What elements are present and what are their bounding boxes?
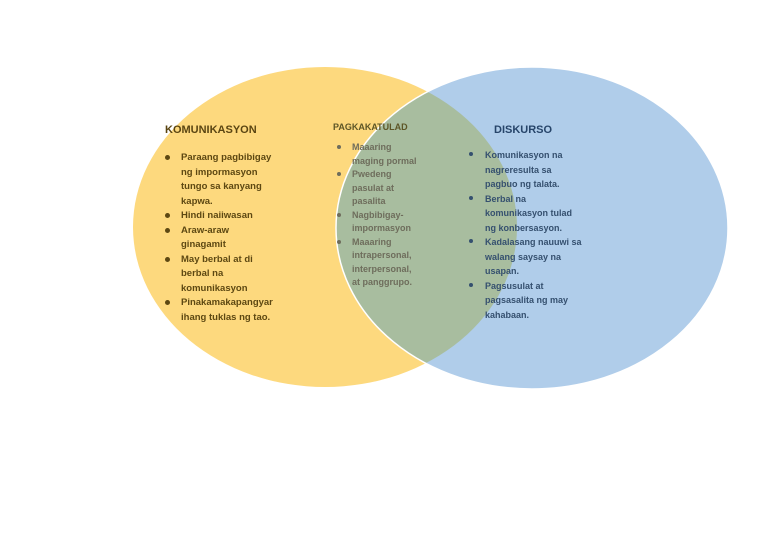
- diskurso-item-line: Komunikasyon na: [485, 150, 563, 160]
- diskurso-item-line: kahabaan.: [485, 309, 530, 320]
- pagkakatulad-item-line: Maaaring: [352, 142, 392, 152]
- diskurso-item-line: Berbal na: [485, 193, 527, 204]
- diskurso-item-line: Kadalasang nauuwi sa: [485, 237, 582, 247]
- pagkakatulad-item-line: Pwedeng: [352, 169, 392, 179]
- komunikasyon-list: Paraang pagbibigay ng impormasyon tungo sa…: [165, 151, 273, 325]
- pagkakatulad-item-line: Nagbibigay-: [352, 209, 404, 220]
- diskurso-item-line: pagbuo ng talata.: [485, 179, 560, 189]
- diskurso-list: Komunikasyon na nagreresulta sa pagbuo ng …: [469, 148, 582, 322]
- komunikasyon-item-line: tungo sa kanyang: [181, 181, 262, 192]
- diskurso-item-line: usapan.: [485, 266, 520, 276]
- pagkakatulad-item-line: pasulat at: [352, 182, 395, 193]
- komunikasyon-item: Paraang pagbibigay ng impormasyon tungo sa…: [165, 151, 273, 209]
- diskurso-item-line: walang saysay na: [485, 251, 562, 262]
- komunikasyon-item-line: May berbal at di: [181, 253, 253, 265]
- diskurso-title: DISKURSO: [494, 124, 553, 136]
- pagkakatulad-item: Maaaring intrapersonal, interpersonal, at p…: [337, 236, 417, 290]
- komunikasyon-item-line: berbal na: [181, 268, 224, 279]
- diskurso-item-line: ng konbersasyon.: [485, 222, 563, 233]
- pagkakatulad-item-line: pasalita: [352, 196, 386, 206]
- pagkakatulad-item: Nagbibigay-impormasyon: [337, 209, 417, 236]
- diskurso-item-line: Pagsusulat at: [485, 280, 544, 291]
- komunikasyon-item-line: kapwa.: [181, 195, 213, 207]
- diskurso-item: Berbal na komunikasyon tulad ng konbersasy…: [469, 192, 582, 236]
- pagkakatulad-item-line: maging pormal: [352, 155, 417, 166]
- pagkakatulad-item-line: intrapersonal,: [352, 250, 412, 260]
- pagkakatulad-item-line: at panggrupo.: [352, 277, 412, 287]
- komunikasyon-item-line: ng impormasyon: [181, 166, 258, 178]
- right-circle-outline: [335, 66, 729, 390]
- komunikasyon-item-line: Hindi naiiwasan: [181, 210, 253, 221]
- diskurso-item-line: nagreresulta sa: [485, 164, 552, 175]
- komunikasyon-item-line: Pinakamakapangyar: [181, 297, 273, 308]
- komunikasyon-item: Pinakamakapangyar ihang tuklas ng tao.: [165, 296, 273, 325]
- diskurso-item: Kadalasang nauuwi sa walang saysay na usap…: [469, 235, 582, 279]
- pagkakatulad-item-line: interpersonal,: [352, 263, 412, 274]
- pagkakatulad-item: Maaaring maging pormal: [337, 141, 417, 168]
- pagkakatulad-item-line: Maaaring: [352, 236, 392, 247]
- komunikasyon-item: Hindi naiiwasan: [165, 209, 273, 224]
- komunikasyon-item-line: Araw-araw: [181, 224, 230, 236]
- komunikasyon-item-line: komunikasyon: [181, 282, 248, 294]
- komunikasyon-item-line: ihang tuklas ng tao.: [181, 311, 271, 323]
- overlap-region: [336, 67, 517, 387]
- komunikasyon-title: KOMUNIKASYON: [165, 124, 257, 136]
- pagkakatulad-title: PAGKAKATULAD: [333, 122, 408, 132]
- diskurso-item: Komunikasyon na nagreresulta sa pagbuo ng …: [469, 148, 582, 192]
- diskurso-item-line: pagsasalita ng may: [485, 295, 569, 305]
- komunikasyon-item-line: Paraang pagbibigay: [181, 152, 272, 163]
- komunikasyon-item-line: ginagamit: [181, 239, 226, 250]
- diskurso-item: Pagsusulat at pagsasalita ng may kahabaan.: [469, 279, 582, 323]
- pagkakatulad-item: Pwedeng pasulat at pasalita: [337, 168, 417, 209]
- komunikasyon-item: Araw-araw ginagamit: [165, 224, 273, 253]
- diskurso-item-line: komunikasyon tulad: [485, 208, 573, 218]
- komunikasyon-item: May berbal at di berbal na komunikasyon: [165, 253, 273, 297]
- pagkakatulad-item-line: impormasyon: [352, 223, 412, 233]
